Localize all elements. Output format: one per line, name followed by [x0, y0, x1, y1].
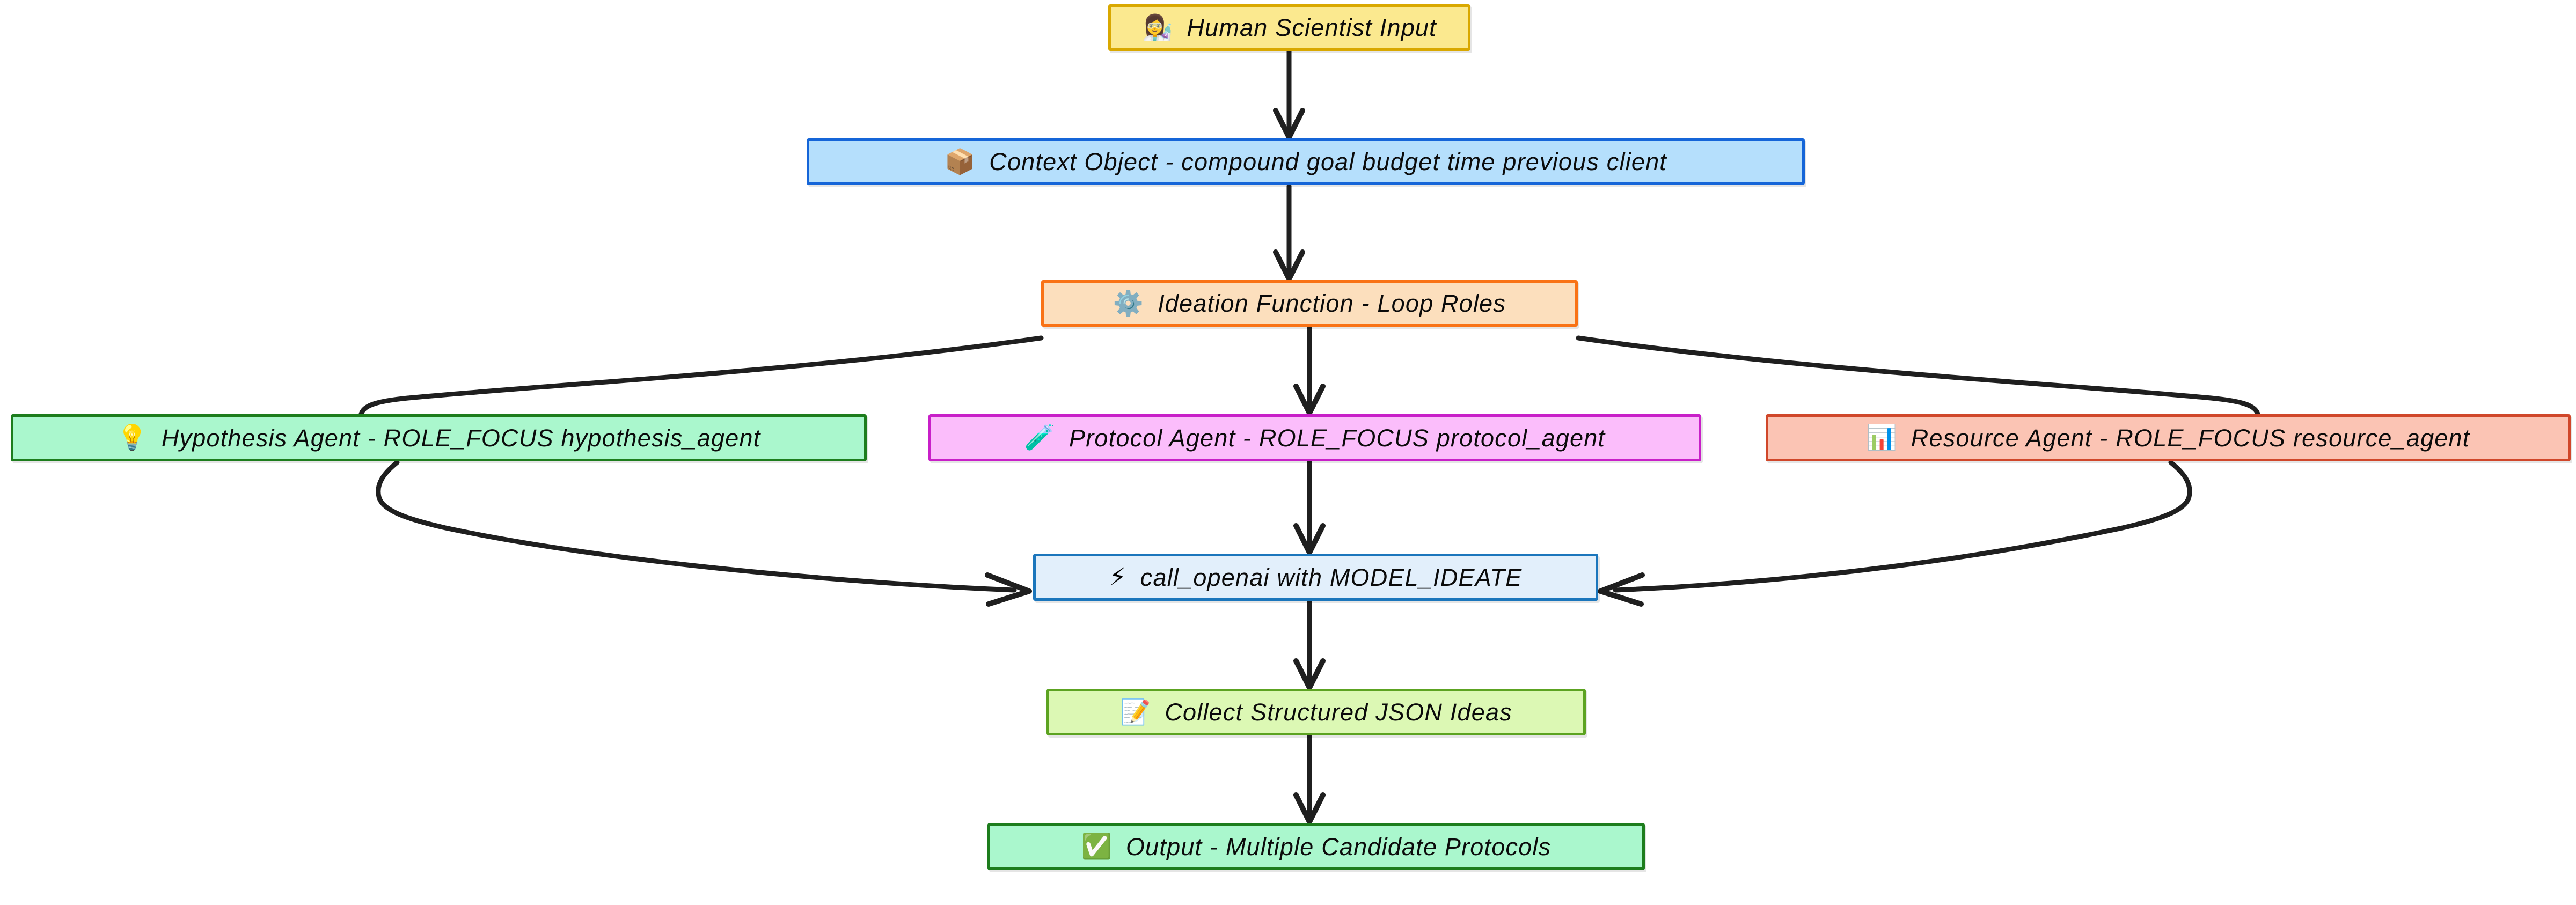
- node-collect-structured-json-ideas[interactable]: 📝 Collect Structured JSON Ideas: [1046, 689, 1586, 735]
- node-protocol-agent[interactable]: 🧪 Protocol Agent - ROLE_FOCUS protocol_a…: [928, 414, 1701, 461]
- node-label: Context Object - compound goal budget ti…: [989, 148, 1667, 175]
- node-label: Resource Agent - ROLE_FOCUS resource_age…: [1911, 424, 2470, 452]
- edge-context-to-ideation-head: [1273, 249, 1305, 282]
- node-label: Hypothesis Agent - ROLE_FOCUS hypothesis…: [161, 424, 761, 452]
- node-content: 💡 Hypothesis Agent - ROLE_FOCUS hypothes…: [117, 425, 761, 450]
- node-content: 🧪 Protocol Agent - ROLE_FOCUS protocol_a…: [1024, 425, 1605, 450]
- node-resource-agent[interactable]: 📊 Resource Agent - ROLE_FOCUS resource_a…: [1766, 414, 2571, 461]
- edge-ideation-to-protocol-head: [1293, 384, 1326, 416]
- node-ideation-function[interactable]: ⚙️ Ideation Function - Loop Roles: [1041, 280, 1578, 327]
- edge-hypothesis-to-callopenai-head: [985, 572, 1032, 607]
- node-content: 📊 Resource Agent - ROLE_FOCUS resource_a…: [1867, 425, 2470, 450]
- node-label: Human Scientist Input: [1187, 14, 1437, 41]
- bar-chart-emoji: 📊: [1866, 423, 1897, 452]
- node-content: 📦 Context Object - compound goal budget …: [944, 146, 1667, 176]
- node-label: call_openai with MODEL_IDEATE: [1140, 563, 1523, 591]
- node-label: Collect Structured JSON Ideas: [1165, 698, 1512, 726]
- package-emoji: 📦: [944, 146, 976, 176]
- edge-resource-to-callopenai-head: [1598, 572, 1645, 607]
- edge-collect-to-output-head: [1293, 792, 1326, 825]
- node-content: 👩‍🔬 Human Scientist Input: [1142, 12, 1437, 42]
- edge-resource-to-callopenai: [1613, 460, 2192, 593]
- node-content: ✅ Output - Multiple Candidate Protocols: [1081, 834, 1552, 859]
- edge-hypothesis-to-callopenai: [376, 460, 1017, 593]
- lightning-bolt-emoji: ⚡: [1109, 562, 1126, 591]
- edge-callopenai-to-collect-head: [1293, 658, 1326, 690]
- node-label: Output - Multiple Candidate Protocols: [1125, 833, 1552, 860]
- node-label: Protocol Agent - ROLE_FOCUS protocol_age…: [1069, 424, 1606, 452]
- edge-protocol-to-callopenai-head: [1293, 523, 1326, 555]
- test-tube-emoji: 🧪: [1024, 423, 1056, 452]
- node-content: ⚡ call_openai with MODEL_IDEATE: [1109, 562, 1523, 591]
- node-content: ⚙️ Ideation Function - Loop Roles: [1113, 291, 1506, 316]
- node-label: Ideation Function - Loop Roles: [1158, 290, 1506, 317]
- memo-emoji: 📝: [1120, 697, 1151, 726]
- edge-human-to-context-head: [1273, 108, 1305, 140]
- light-bulb-emoji: 💡: [116, 423, 148, 452]
- node-human-scientist-input[interactable]: 👩‍🔬 Human Scientist Input: [1108, 4, 1470, 51]
- node-hypothesis-agent[interactable]: 💡 Hypothesis Agent - ROLE_FOCUS hypothes…: [11, 414, 867, 461]
- node-context-object[interactable]: 📦 Context Object - compound goal budget …: [807, 138, 1805, 185]
- node-call-openai[interactable]: ⚡ call_openai with MODEL_IDEATE: [1033, 554, 1598, 601]
- node-content: 📝 Collect Structured JSON Ideas: [1120, 700, 1512, 725]
- check-mark-button-emoji: ✅: [1081, 832, 1112, 860]
- gear-emoji: ⚙️: [1113, 288, 1144, 318]
- woman-scientist-emoji: 👩‍🔬: [1142, 12, 1173, 42]
- node-output-candidate-protocols[interactable]: ✅ Output - Multiple Candidate Protocols: [987, 823, 1645, 870]
